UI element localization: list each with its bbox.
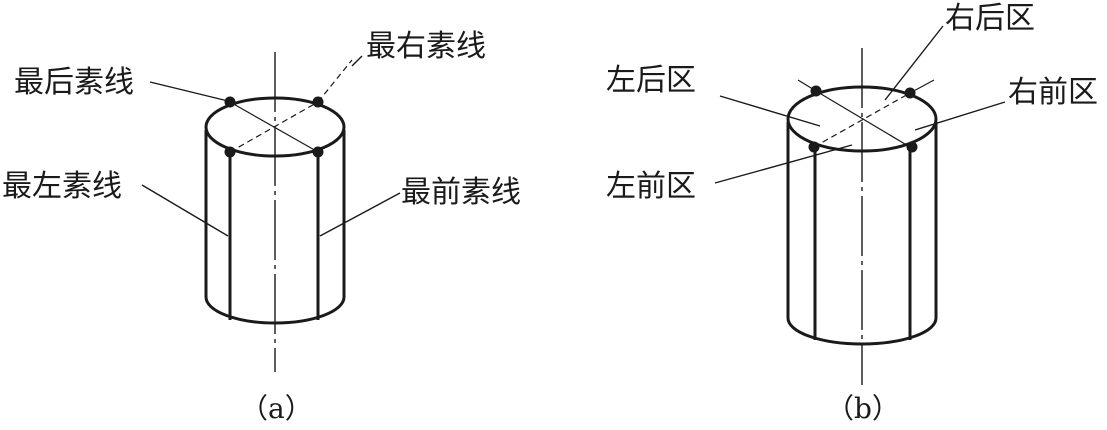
a-label-right: 最右素线 bbox=[366, 29, 486, 64]
b-top-diagonal-2 bbox=[813, 92, 911, 148]
a-label-left: 最左素线 bbox=[2, 169, 122, 204]
a-point-left bbox=[224, 146, 236, 158]
a-leader-left bbox=[141, 184, 229, 237]
b-label-left-rear: 左后区 bbox=[606, 63, 696, 98]
b-point-left-front bbox=[808, 141, 820, 153]
b-label-right-rear: 右后区 bbox=[945, 1, 1035, 36]
a-top-ellipse bbox=[204, 96, 346, 158]
a-point-rear bbox=[224, 96, 236, 108]
b-label-right-front: 右前区 bbox=[1008, 75, 1098, 110]
b-cylinder-body bbox=[786, 122, 938, 346]
b-point-right-front bbox=[906, 141, 918, 153]
a-point-right bbox=[312, 96, 324, 108]
b-leader-right-front bbox=[914, 101, 1006, 131]
a-point-front bbox=[312, 146, 324, 158]
b-leader-left-rear bbox=[719, 95, 821, 127]
b-top-ellipse bbox=[786, 85, 938, 153]
b-point-left-rear bbox=[810, 85, 822, 97]
b-label-left-front: 左前区 bbox=[606, 169, 696, 204]
a-caption: （a） bbox=[240, 392, 313, 425]
b-caption: （b） bbox=[826, 392, 900, 425]
a-top-diagonal-2 bbox=[229, 101, 319, 153]
a-label-rear: 最后素线 bbox=[14, 65, 134, 100]
figure-b: 左后区 右后区 右前区 左前区 （b） bbox=[606, 1, 1098, 425]
a-leader-front bbox=[319, 192, 401, 237]
b-leader-left-front bbox=[714, 144, 853, 184]
a-leader-rear bbox=[149, 81, 229, 102]
a-right-dashed-extension bbox=[317, 59, 353, 103]
b-point-right-rear bbox=[904, 87, 916, 99]
figure-a: 最后素线 最右素线 最左素线 最前素线 （a） bbox=[2, 29, 521, 425]
a-leader-right bbox=[351, 55, 363, 67]
b-top-diagonal-1 bbox=[815, 90, 911, 148]
a-cylinder-body bbox=[204, 130, 346, 325]
a-label-front: 最前素线 bbox=[401, 175, 521, 210]
b-leader-right-rear bbox=[884, 25, 944, 101]
